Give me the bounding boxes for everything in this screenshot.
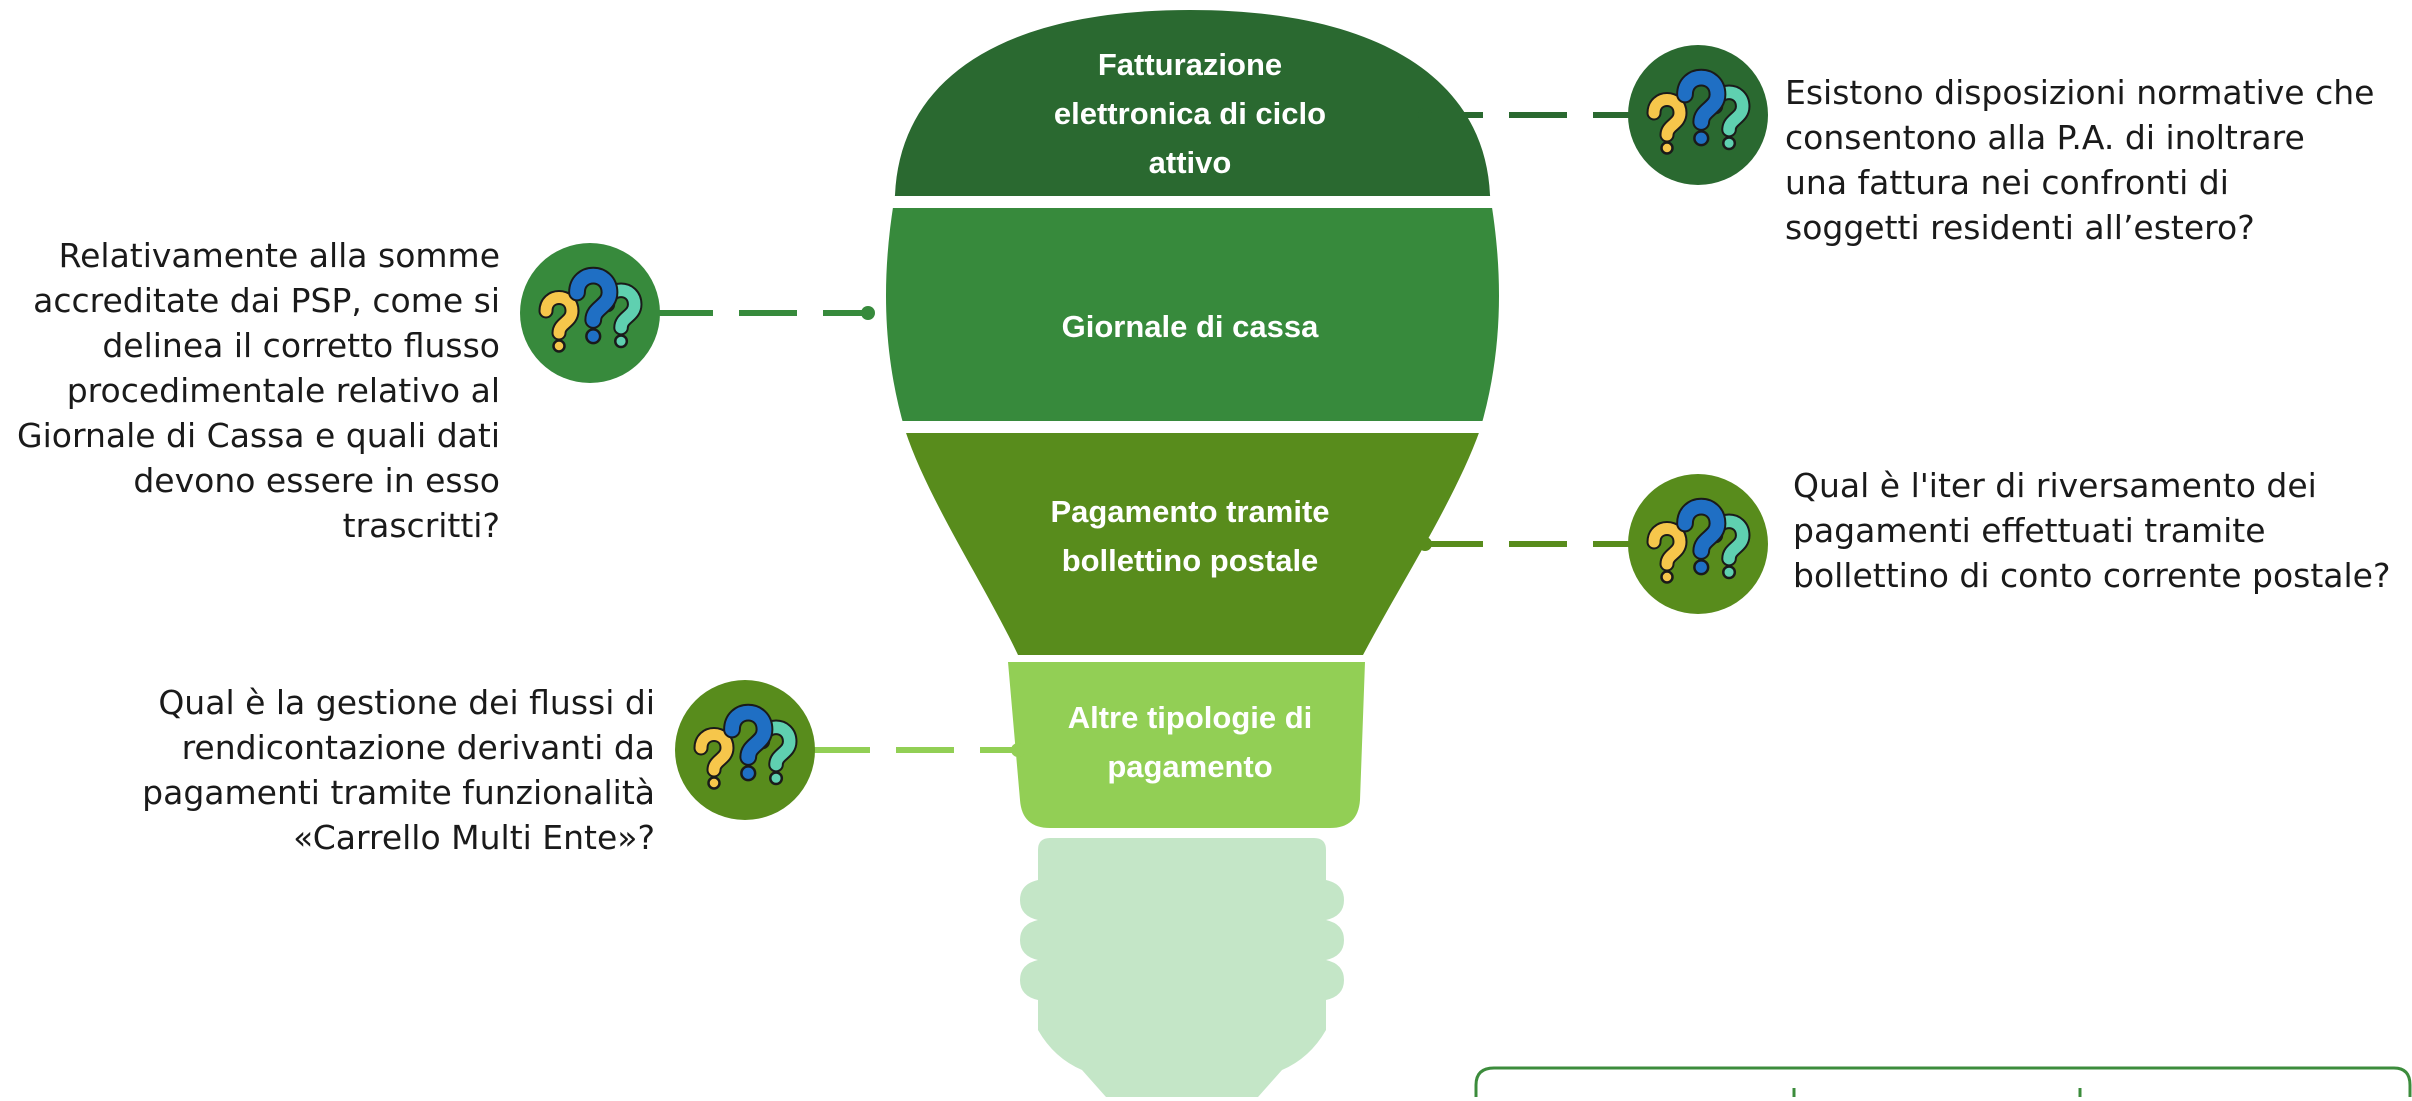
yellow-question-mark-icon (1646, 92, 1688, 155)
connector-q4 (812, 743, 1025, 757)
question-marks-icon (675, 680, 815, 820)
segment-4-line-2: pagamento (1107, 749, 1273, 784)
segment-1-line-3: attivo (1148, 145, 1232, 180)
question-3-line-1: Qual è l'iter di riversamento dei (1793, 466, 2317, 505)
segment-3-line-1: Pagamento tramite (1050, 494, 1330, 529)
info-box-frame (1474, 1066, 2412, 1097)
segment-3-line-2: bollettino postale (1061, 543, 1319, 578)
question-marks-icon (520, 243, 660, 383)
question-text-1: Esistono disposizioni normative che cons… (1785, 70, 2374, 250)
question-marks-icon (1628, 474, 1768, 614)
yellow-question-mark-icon (693, 727, 735, 790)
question-3-line-3: bollettino di conto corrente postale? (1793, 556, 2391, 595)
question-2-line-5: Giornale di Cassa e quali dati (17, 416, 500, 455)
question-2-line-1: Relativamente alla somme (58, 236, 500, 275)
question-2-line-2: accreditate dai PSP, come si (33, 281, 500, 320)
question-marks-icon (1628, 45, 1768, 185)
question-3-line-2: pagamenti effettuati tramite (1793, 511, 2266, 550)
question-4-line-4: «Carrello Multi Ente»? (293, 818, 655, 857)
connector-q3 (1418, 537, 1630, 551)
bulb-base (1020, 838, 1344, 1097)
segment-2-line-1: Giornale di cassa (1061, 309, 1319, 344)
question-1-line-4: soggetti residenti all’estero? (1785, 208, 2255, 247)
question-text-4: Qual è la gestione dei flussi di rendico… (142, 680, 655, 860)
question-2-line-4: procedimentale relativo al (66, 371, 500, 410)
question-2-line-3: delinea il corretto flusso (102, 326, 500, 365)
segment-label-2: Giornale di cassa (1000, 302, 1380, 351)
blue-question-mark-icon (723, 703, 774, 782)
question-2-line-6: devono essere in esso (133, 461, 500, 500)
question-text-3: Qual è l'iter di riversamento dei pagame… (1793, 463, 2390, 598)
segment-label-3: Pagamento tramite bollettino postale (1000, 487, 1380, 585)
question-1-line-1: Esistono disposizioni normative che (1785, 73, 2375, 112)
yellow-question-mark-icon (1646, 521, 1688, 584)
segment-label-1: Fatturazione elettronica di ciclo attivo (1000, 40, 1380, 187)
connector-q2 (655, 306, 875, 320)
connector-q1 (1418, 108, 1630, 122)
blue-question-mark-icon (1676, 497, 1727, 576)
question-1-line-3: una fattura nei confronti di (1785, 163, 2229, 202)
question-4-line-3: pagamenti tramite funzionalità (142, 773, 655, 812)
segment-1-line-2: elettronica di ciclo (1053, 96, 1327, 131)
blue-question-mark-icon (1676, 68, 1727, 147)
blue-question-mark-icon (568, 266, 619, 345)
question-1-line-2: consentono alla P.A. di inoltrare (1785, 118, 2305, 157)
bulb-segment-2 (885, 208, 1500, 421)
question-4-line-2: rendicontazione derivanti da (181, 728, 655, 767)
yellow-question-mark-icon (538, 290, 580, 353)
bulb-segment-4 (1008, 662, 1365, 828)
segment-1-line-1: Fatturazione (1097, 47, 1283, 82)
segment-label-4: Altre tipologie di pagamento (1000, 693, 1380, 791)
question-text-2: Relativamente alla somme accreditate dai… (17, 233, 500, 548)
segment-4-line-1: Altre tipologie di (1067, 700, 1313, 735)
question-2-line-7: trascritti? (342, 506, 500, 545)
question-4-line-1: Qual è la gestione dei flussi di (158, 683, 655, 722)
